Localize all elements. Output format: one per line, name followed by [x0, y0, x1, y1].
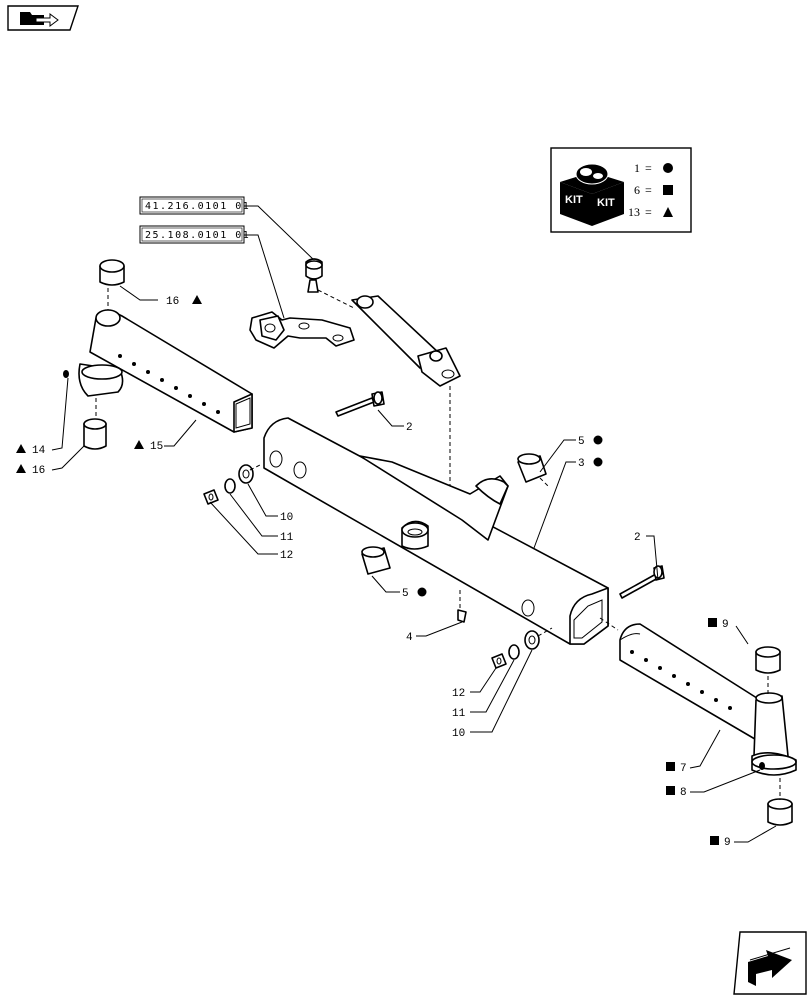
steering-arm — [249, 311, 355, 349]
bushing-bottom — [361, 546, 391, 575]
kit-row-2-number: 6 — [634, 183, 640, 197]
left-top-bushing — [99, 259, 125, 286]
kit-row-2-equals: = — [645, 183, 652, 197]
left-bottom-bushing — [83, 418, 107, 450]
kit-label-left: KIT — [565, 194, 583, 206]
reference-box-2[interactable]: 25.108.0101 01 — [139, 225, 250, 244]
bolt-upper — [335, 391, 385, 417]
svg-text:16: 16 — [166, 296, 179, 308]
triangle-marker-icon — [16, 464, 26, 473]
kit-label-right: KIT — [597, 197, 615, 209]
steering-cylinder — [305, 258, 461, 387]
main-axle-beam — [263, 417, 609, 645]
reference-box-1[interactable]: 41.216.0101 01 — [139, 196, 250, 215]
circle-marker-icon — [593, 435, 603, 445]
triangle-marker-icon — [134, 440, 144, 449]
kit-row-3-number: 13 — [628, 205, 640, 219]
callout-4: 4 — [406, 632, 413, 644]
square-marker-icon — [710, 836, 719, 845]
pin-4 — [457, 609, 467, 623]
kit-legend: KIT KIT 1 = 6 = 13 = — [550, 147, 692, 233]
leader-ref-1 — [244, 205, 317, 263]
right-top-bushing — [755, 646, 781, 674]
kit-row-1-number: 1 — [634, 161, 640, 175]
circle-symbol-icon — [663, 163, 673, 173]
callout-16-bottom: 16 — [16, 464, 45, 477]
callout-16-top: 16 — [166, 295, 202, 308]
next-page-arrow-icon[interactable] — [733, 931, 807, 995]
callout-10-right: 10 — [452, 728, 465, 740]
washer-nut-right — [491, 630, 540, 669]
callout-9-top: 9 — [708, 618, 729, 631]
circle-marker-icon — [593, 457, 603, 467]
washer-nut-left — [203, 464, 254, 505]
leader-ref-2 — [244, 234, 285, 319]
callout-11-right: 11 — [452, 708, 466, 720]
bolt-lower — [619, 565, 665, 599]
right-bottom-bushing — [767, 798, 793, 826]
callout-9-bottom: 9 — [710, 836, 731, 849]
svg-text:8: 8 — [680, 787, 687, 799]
square-marker-icon — [708, 618, 717, 627]
triangle-symbol-icon — [663, 207, 673, 217]
callout-2-lower: 2 — [634, 532, 641, 544]
svg-text:5: 5 — [402, 588, 409, 600]
circle-marker-icon — [417, 587, 427, 597]
triangle-marker-icon — [192, 295, 202, 304]
svg-text:15: 15 — [150, 441, 163, 453]
square-marker-icon — [666, 786, 675, 795]
callout-12-right: 12 — [452, 688, 465, 700]
svg-text:5: 5 — [578, 436, 585, 448]
svg-text:7: 7 — [680, 763, 687, 775]
kit-row-1-equals: = — [645, 161, 652, 175]
triangle-marker-icon — [16, 444, 26, 453]
callout-14: 14 — [16, 444, 46, 457]
bushing-top — [517, 453, 547, 483]
svg-text:14: 14 — [32, 445, 46, 457]
left-axle-extension — [78, 309, 253, 433]
reference-1-text: 41.216.0101 01 — [145, 201, 250, 212]
grease-nipple-right — [759, 762, 765, 770]
callout-5-top: 5 — [578, 435, 603, 448]
svg-text:9: 9 — [722, 619, 729, 631]
callout-8: 8 — [666, 786, 687, 799]
callout-15: 15 — [134, 440, 163, 453]
callout-2-upper: 2 — [406, 422, 413, 434]
square-marker-icon — [666, 762, 675, 771]
callout-11-left: 11 — [280, 532, 294, 544]
svg-text:9: 9 — [724, 837, 731, 849]
book-nav-icon[interactable] — [7, 5, 79, 31]
callout-12-left: 12 — [280, 550, 293, 562]
square-symbol-icon — [663, 185, 673, 195]
callout-3: 3 — [578, 457, 603, 470]
callout-10-left: 10 — [280, 512, 293, 524]
reference-2-text: 25.108.0101 01 — [145, 230, 250, 241]
leader-lines — [51, 285, 777, 843]
grease-nipple-left — [63, 370, 69, 378]
svg-text:3: 3 — [578, 458, 585, 470]
kit-row-3-equals: = — [645, 205, 652, 219]
callout-5-bottom: 5 — [402, 587, 427, 600]
svg-text:16: 16 — [32, 465, 45, 477]
kit-box-icon: KIT KIT — [560, 163, 624, 226]
callout-7: 7 — [666, 762, 687, 775]
